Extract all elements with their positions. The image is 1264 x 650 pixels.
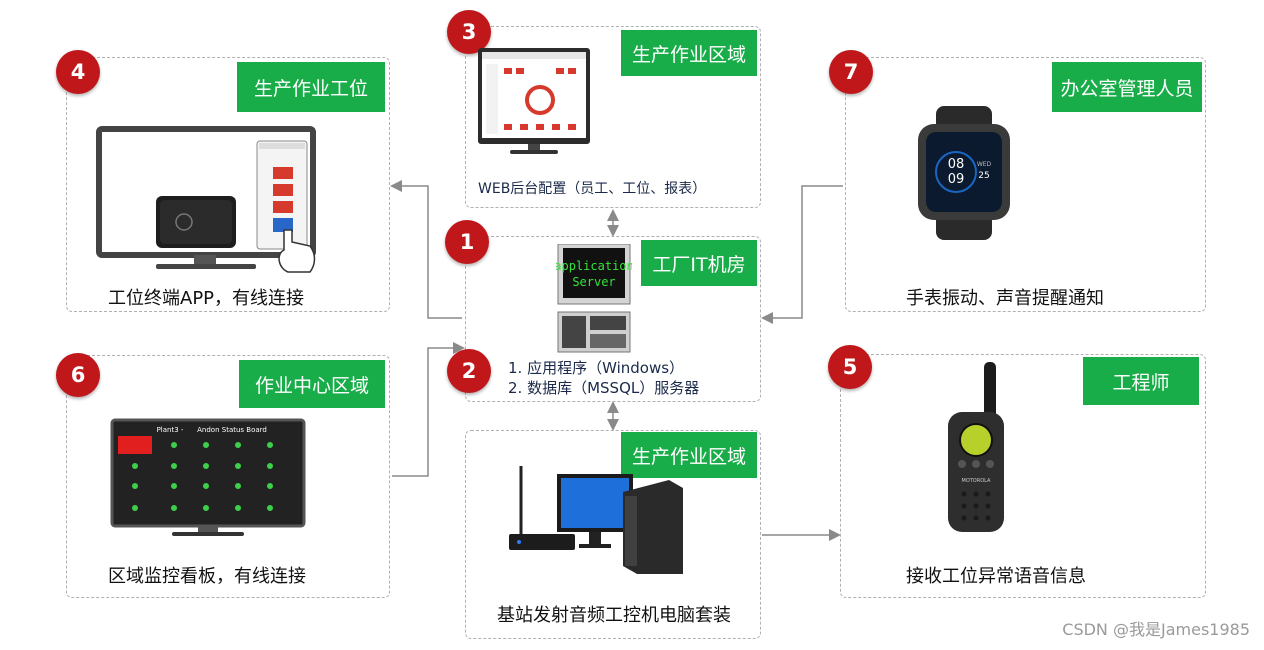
badge-5: 5 (828, 345, 872, 389)
tag-engineer: 工程师 (1083, 357, 1199, 405)
badge-2: 2 (447, 349, 491, 393)
caption-terminal-app: 工位终端APP，有线连接 (108, 288, 305, 309)
radio-brand: MOTOROLA (962, 478, 992, 484)
watch-hour: 08 (948, 157, 965, 172)
panel-engineer (840, 354, 1206, 598)
base-station-illustration (509, 466, 683, 574)
caption-web-config: WEB后台配置（员工、工位、报表） (478, 181, 707, 197)
line-workcenter-server (392, 342, 465, 477)
watermark: CSDN @我是James1985 (1062, 620, 1250, 639)
panel-production-top (465, 26, 761, 208)
status-board-illustration: Plant3 - Andon Status Board (110, 418, 306, 536)
server-list-item-2: 2. 数据库（MSSQL）服务器 (508, 379, 700, 397)
board-title-right: Andon Status Board (197, 426, 267, 434)
server-list-item-1: 1. 应用程序（Windows） (508, 359, 685, 377)
panel-factory-it (465, 236, 761, 402)
tag-production-area-bottom: 生产作业区域 (621, 432, 757, 478)
smartwatch-illustration: 08 09 WED 25 (918, 106, 1010, 240)
badge-7: 7 (829, 50, 873, 94)
web-monitor-illustration (478, 48, 590, 154)
server-screen-text-2: Server (572, 275, 615, 289)
server-description: 1. 应用程序（Windows） 2. 数据库（MSSQL）服务器 (508, 358, 699, 398)
tag-factory-it: 工厂IT机房 (641, 240, 757, 286)
tag-office-manager: 办公室管理人员 (1052, 62, 1202, 112)
caption-base-station: 基站发射音频工控机电脑套装 (497, 605, 731, 626)
badge-6: 6 (56, 353, 100, 397)
watch-date: 25 (978, 171, 989, 181)
badge-1: 1 (445, 220, 489, 264)
badge-4: 4 (56, 50, 100, 94)
tag-work-center: 作业中心区域 (239, 360, 385, 408)
panel-work-center (66, 355, 390, 598)
server-screen-text-1: application (556, 259, 632, 273)
board-title-left: Plant3 - (157, 426, 184, 434)
watch-minute: 09 (948, 172, 965, 187)
caption-receive: 接收工位异常语音信息 (906, 566, 1086, 587)
tag-workstation: 生产作业工位 (237, 62, 385, 112)
panel-office-manager (845, 57, 1206, 312)
walkie-talkie-illustration: MOTOROLA (948, 362, 1004, 532)
server-illustration: application Server (556, 244, 632, 353)
line-server-workstation (390, 180, 462, 319)
badge-3: 3 (447, 10, 491, 54)
panel-workstation (66, 57, 390, 312)
panel-production-bottom (465, 430, 761, 639)
caption-watch: 手表振动、声音提醒通知 (906, 288, 1104, 309)
tag-production-area-top: 生产作业区域 (621, 30, 757, 76)
terminal-illustration (96, 126, 316, 273)
caption-board: 区域监控看板，有线连接 (108, 566, 306, 587)
line-office-server (761, 185, 843, 324)
watch-day: WED (977, 161, 992, 168)
